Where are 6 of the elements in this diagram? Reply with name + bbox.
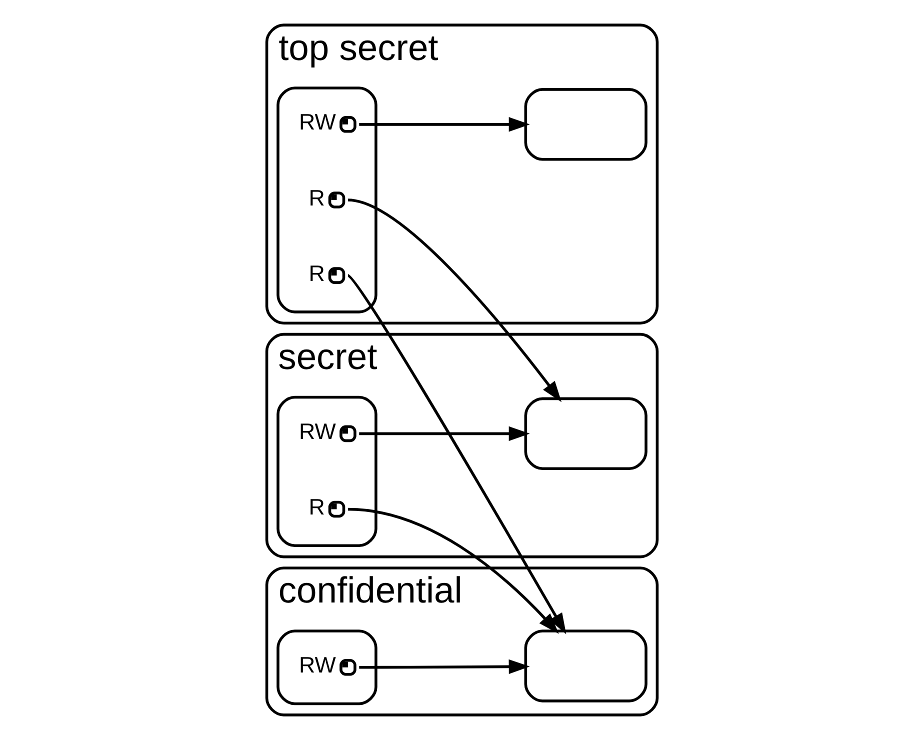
node-label: RW	[298, 652, 336, 678]
node-label: R	[308, 185, 324, 210]
node-label: R	[308, 494, 324, 520]
node-label: RW	[298, 418, 336, 444]
node-label: R	[308, 260, 324, 286]
node-label: RW	[298, 110, 336, 135]
